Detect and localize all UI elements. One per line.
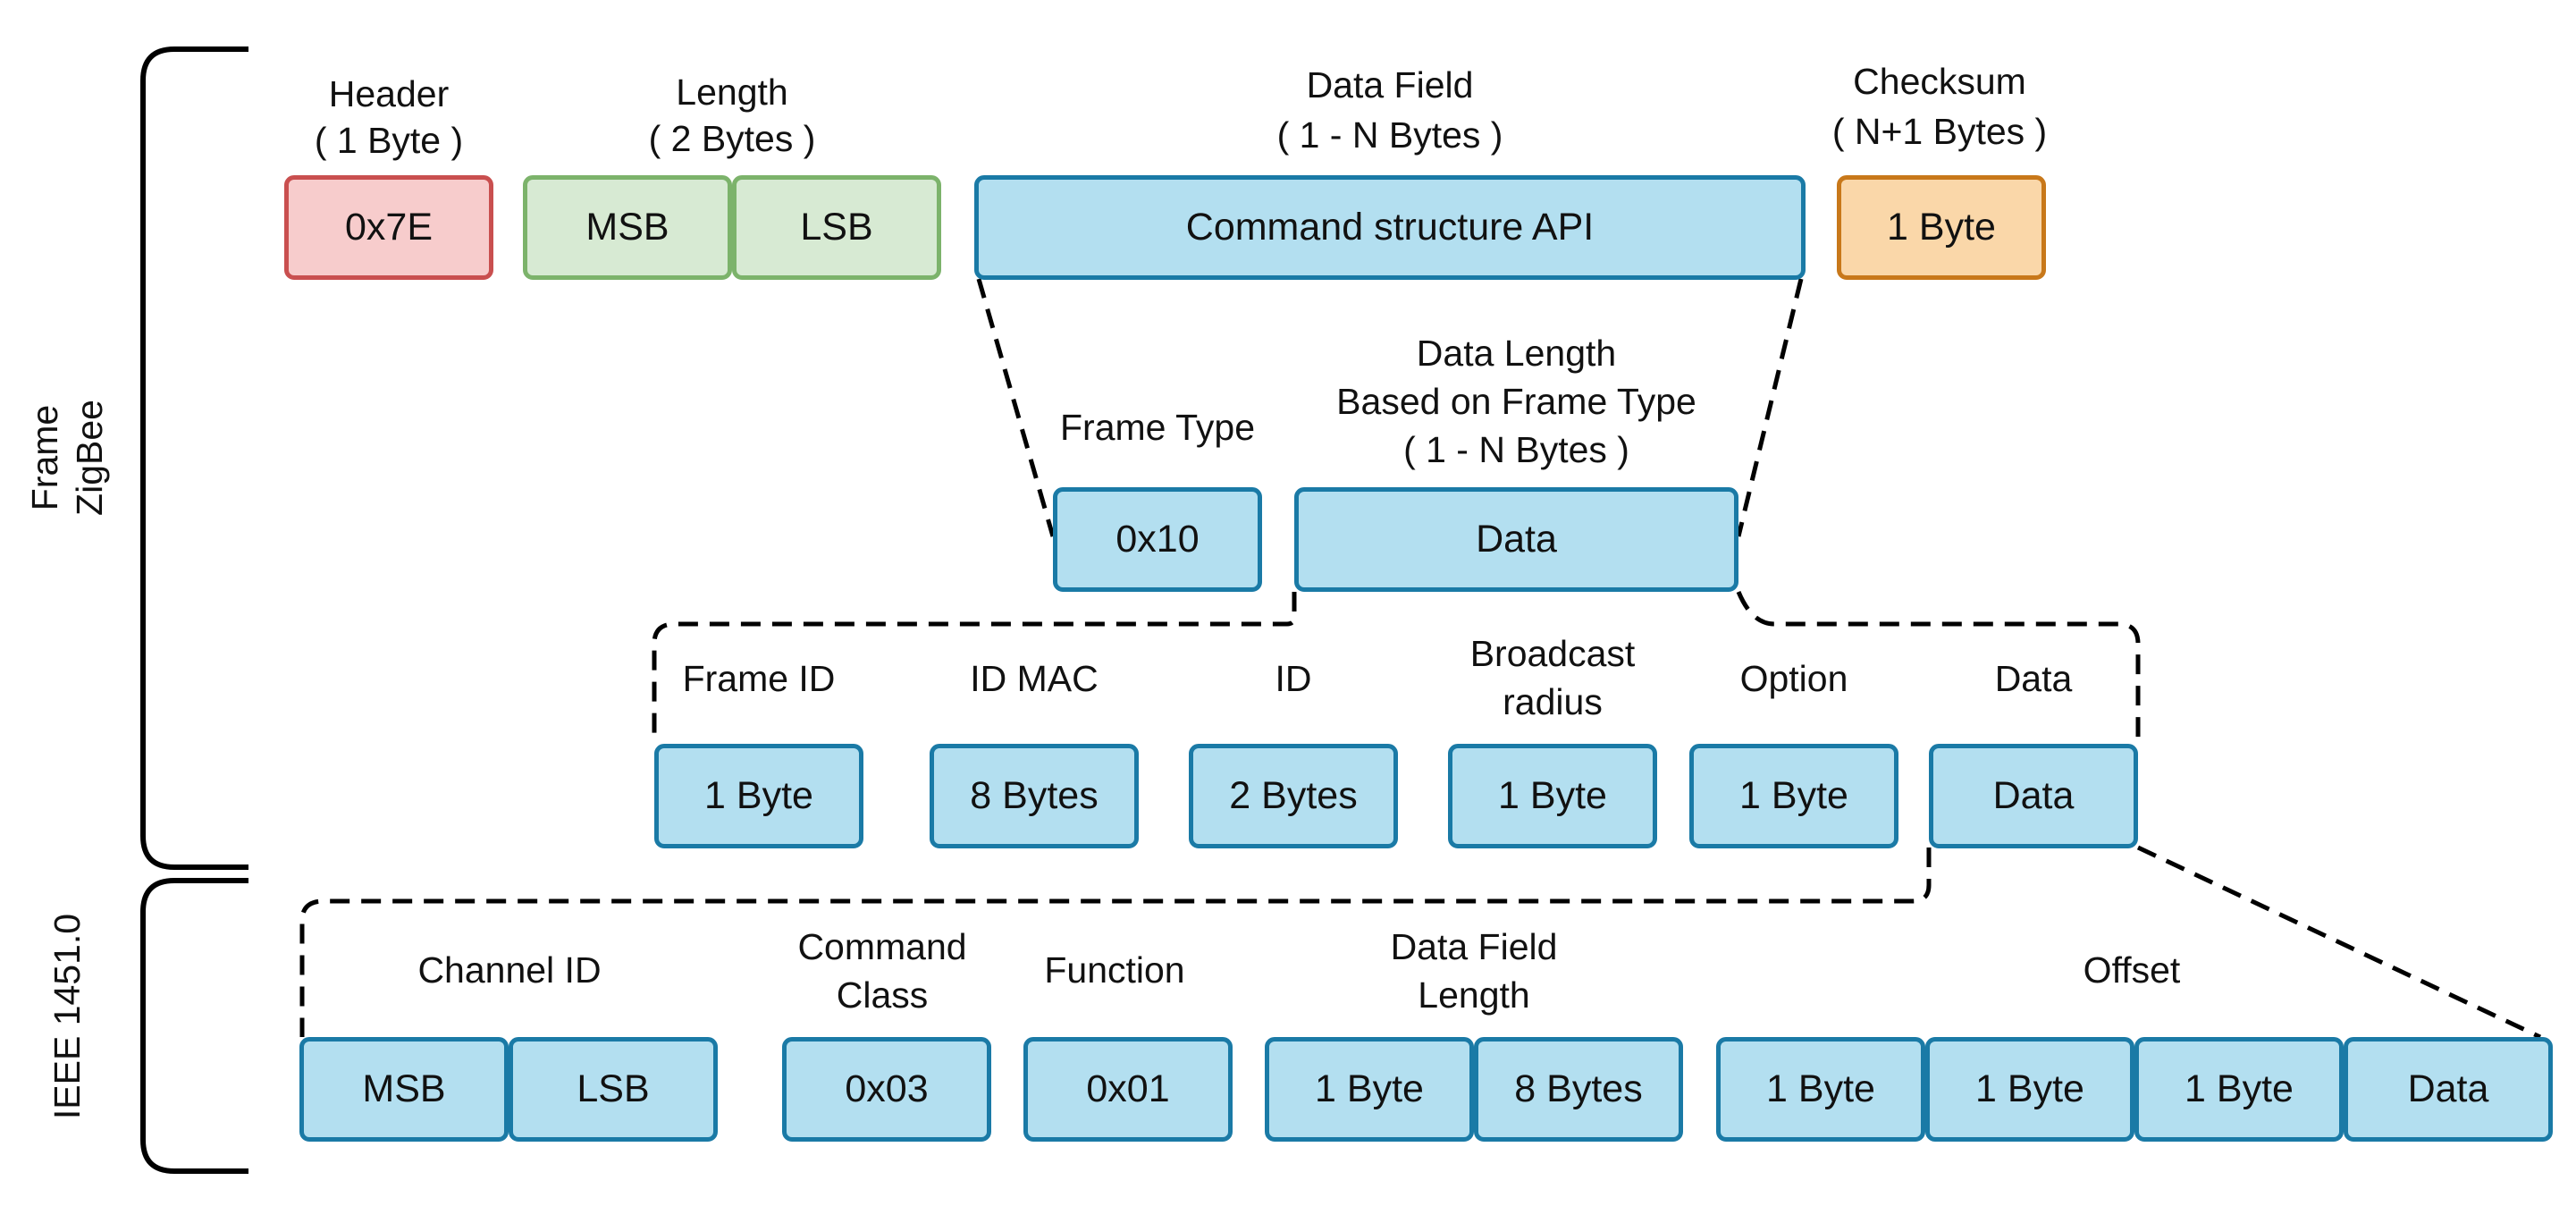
id-box: 2 Bytes (1189, 744, 1398, 848)
length-title: Length (676, 72, 788, 113)
header-title: Header (328, 73, 450, 114)
zoom-outline-row3-right (1736, 591, 2141, 742)
length-size: ( 2 Bytes ) (648, 118, 816, 159)
length-lsb-box: LSB (732, 175, 941, 280)
offset-box-1: 1 Byte (1716, 1037, 1925, 1142)
command-class-line2: Class (836, 974, 929, 1016)
data-box: Data (1929, 744, 2138, 848)
function-title: Function (1044, 949, 1185, 991)
checksum-box: 1 Byte (1837, 175, 2046, 280)
command-class-line1: Command (797, 926, 967, 967)
option-box: 1 Byte (1689, 744, 1898, 848)
data-field-size: ( 1 - N Bytes ) (1276, 114, 1503, 156)
header-size: ( 1 Byte ) (314, 120, 464, 161)
zoom-line-left-1 (976, 278, 1056, 537)
option-title: Option (1739, 658, 1848, 699)
zoom-line-right-1 (1736, 278, 1804, 537)
offset-title: Offset (2083, 949, 2181, 991)
command-structure-box: Command structure API (974, 175, 1806, 280)
function-box: 0x01 (1023, 1037, 1233, 1142)
data-field-length-line1: Data Field (1390, 926, 1558, 967)
data-length-line3: ( 1 - N Bytes ) (1403, 429, 1629, 470)
offset-box-2: 1 Byte (1925, 1037, 2134, 1142)
data-field-length-box-1: 1 Byte (1265, 1037, 1474, 1142)
data-length-box: Data (1294, 487, 1738, 592)
zoom-line-row4-right (2136, 845, 2542, 1040)
broadcast-title-line1: Broadcast (1469, 633, 1636, 674)
data-title: Data (1994, 658, 2073, 699)
channel-msb-box: MSB (299, 1037, 509, 1142)
checksum-title: Checksum (1853, 61, 2026, 102)
data-field-length-line2: Length (1418, 974, 1530, 1016)
header-box: 0x7E (284, 175, 493, 280)
data-length-line2: Based on Frame Type (1336, 381, 1696, 422)
data-field-length-box-2: 8 Bytes (1474, 1037, 1683, 1142)
data-length-line1: Data Length (1416, 333, 1617, 374)
id-title: ID (1275, 658, 1312, 699)
id-mac-box: 8 Bytes (930, 744, 1139, 848)
ieee-brace (140, 878, 248, 1174)
data-field-title: Data Field (1306, 64, 1474, 105)
broadcast-box: 1 Byte (1448, 744, 1657, 848)
frame-type-box: 0x10 (1053, 487, 1262, 592)
channel-id-title: Channel ID (417, 949, 602, 991)
zigbee-frame-brace (140, 46, 248, 870)
zigbee-label: ZigBee (69, 400, 110, 516)
ieee-label: IEEE 1451.0 (46, 913, 88, 1120)
offset-box-4: Data (2344, 1037, 2553, 1142)
length-msb-box: MSB (523, 175, 732, 280)
broadcast-title-line2: radius (1503, 681, 1603, 722)
frame-type-title: Frame Type (1060, 407, 1255, 448)
frame-label: Frame (24, 404, 65, 511)
frame-id-title: Frame ID (682, 658, 836, 699)
checksum-size: ( N+1 Bytes ) (1831, 111, 2048, 152)
zoom-outline-row3 (652, 592, 1297, 742)
channel-lsb-box: LSB (509, 1037, 718, 1142)
command-class-box: 0x03 (782, 1037, 991, 1142)
frame-id-box: 1 Byte (654, 744, 863, 848)
zoom-outline-row4 (299, 848, 1932, 1037)
id-mac-title: ID MAC (970, 658, 1099, 699)
offset-box-3: 1 Byte (2134, 1037, 2344, 1142)
